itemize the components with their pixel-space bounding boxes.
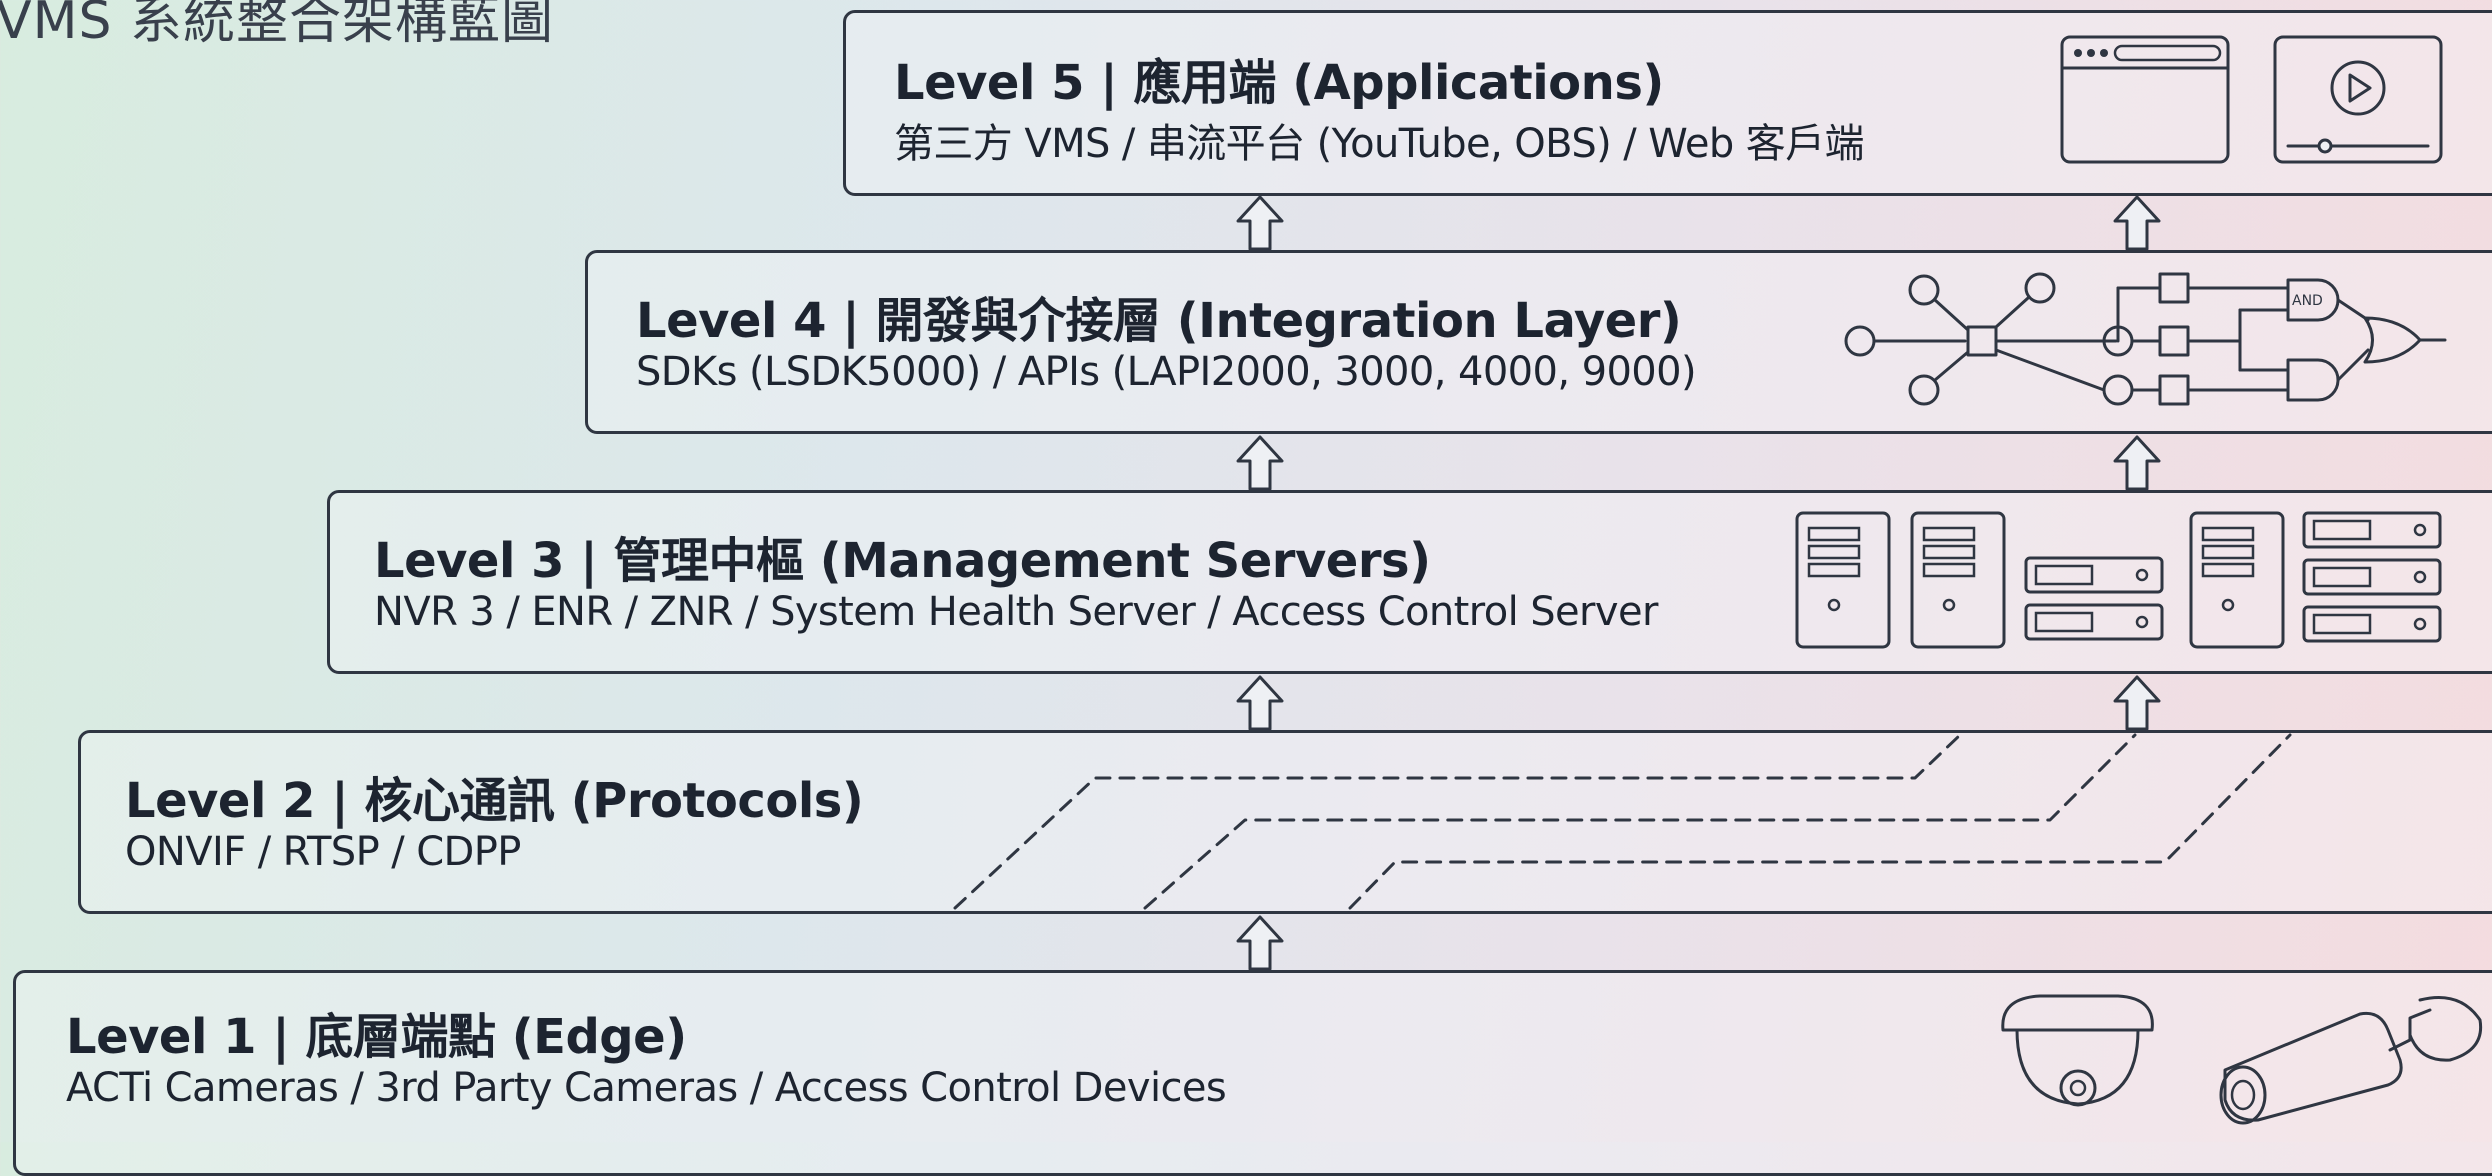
dashed-protocol-lines — [953, 733, 2292, 910]
rack-server-icon — [2302, 511, 2442, 643]
level-3-subtitle: NVR 3 / ENR / ZNR / System Health Server… — [374, 589, 1658, 635]
node-graph-icon — [1844, 272, 2106, 406]
level-2-title: Level 2 | 核心通訊 (Protocols) — [125, 773, 864, 829]
up-arrow-icon — [2113, 435, 2161, 491]
tower-server-icon — [1910, 511, 2006, 649]
level-1-subtitle: ACTi Cameras / 3rd Party Cameras / Acces… — [66, 1065, 1227, 1111]
up-arrow-icon — [1236, 675, 1284, 731]
browser-window-icon — [2060, 35, 2230, 164]
gate-and-label: AND — [2292, 293, 2323, 309]
up-arrow-icon — [1236, 195, 1284, 251]
up-arrow-icon — [1236, 435, 1284, 491]
level-4-title: Level 4 | 開發與介接層 (Integration Layer) — [636, 293, 1682, 349]
up-arrow-icon — [1236, 915, 1284, 971]
dome-camera-icon — [2001, 994, 2154, 1107]
level-3-box: Level 3 | 管理中樞 (Management Servers) NVR … — [327, 490, 2492, 674]
level-1-title: Level 1 | 底層端點 (Edge) — [66, 1009, 687, 1065]
logic-gates-icon: AND — [2088, 272, 2447, 406]
level-5-box: Level 5 | 應用端 (Applications) 第三方 VMS / 串… — [843, 10, 2492, 196]
level-4-subtitle: SDKs (LSDK5000) / APIs (LAPI2000, 3000, … — [636, 349, 1697, 395]
level-3-title: Level 3 | 管理中樞 (Management Servers) — [374, 533, 1431, 589]
tower-server-icon — [2189, 511, 2285, 649]
rack-server-icon — [2024, 556, 2164, 641]
level-5-title: Level 5 | 應用端 (Applications) — [894, 55, 1664, 111]
level-2-subtitle: ONVIF / RTSP / CDPP — [125, 829, 521, 875]
video-player-icon — [2273, 35, 2443, 164]
up-arrows — [1236, 195, 2161, 971]
diagram-overlay: AND — [953, 35, 2483, 1125]
level-5-subtitle: 第三方 VMS / 串流平台 (YouTube, OBS) / Web 客戶端 — [894, 121, 1865, 167]
level-2-box: Level 2 | 核心通訊 (Protocols) ONVIF / RTSP … — [78, 730, 2492, 914]
bullet-camera-icon — [2219, 996, 2483, 1125]
level-4-box: Level 4 | 開發與介接層 (Integration Layer) SDK… — [585, 250, 2492, 434]
tower-server-icon — [1795, 511, 1891, 649]
page-title: VMS 系統整合架構藍圖 — [0, 0, 554, 51]
up-arrow-icon — [2113, 675, 2161, 731]
up-arrow-icon — [2113, 195, 2161, 251]
